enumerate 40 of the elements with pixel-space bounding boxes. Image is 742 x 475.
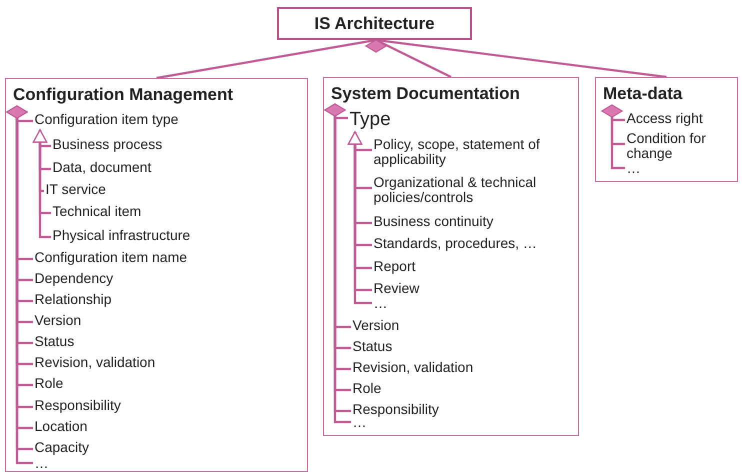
tree-item: Report	[374, 258, 574, 276]
tree-item: Business continuity	[374, 214, 574, 230]
tree-item: Version	[34, 312, 234, 330]
tree-item: Role	[352, 380, 552, 398]
connector	[366, 38, 667, 78]
box-heading: Meta-data	[603, 84, 682, 104]
tree-item: Standards, procedures, …	[374, 236, 574, 252]
tree-item: Data, document	[52, 160, 252, 176]
tree-item: Technical item	[52, 204, 252, 220]
connector	[602, 104, 625, 170]
tree-item: Revision, validation	[352, 360, 552, 376]
box-heading: Configuration Management	[13, 85, 234, 105]
tree-item: Version	[352, 318, 552, 334]
tree-item: Responsibility	[34, 398, 234, 414]
tree-item: Type	[350, 108, 410, 130]
tree-item: Status	[352, 338, 552, 356]
title-box: IS Architecture	[277, 7, 472, 40]
tree-item: Revision, validation	[34, 354, 234, 372]
tree-item: Relationship	[34, 292, 234, 308]
tree-item: Organizational & technical policies/controls	[374, 174, 574, 206]
tree-item: …	[374, 296, 414, 310]
box-heading: System Documentation	[331, 84, 520, 104]
tree-item: Configuration item type	[34, 112, 234, 128]
tree-item: Physical infrastructure	[52, 228, 252, 244]
tree-item: Status	[34, 334, 234, 350]
tree-item: Policy, scope, statement of applicability	[374, 136, 574, 168]
connector	[32, 129, 51, 238]
group-box	[595, 77, 738, 182]
group-box	[323, 77, 579, 436]
tree-item: Configuration item name	[34, 250, 254, 266]
tree-item: Role	[34, 376, 234, 392]
group-box	[5, 78, 308, 472]
tree-item: Location	[34, 418, 234, 436]
tree-item: Capacity	[34, 440, 234, 456]
tree-item: Dependency	[34, 270, 234, 288]
tree-item: …	[34, 456, 74, 470]
tree-item: IT service	[46, 182, 246, 198]
tree-item: Access right	[626, 110, 736, 128]
tree-item: Business process	[52, 136, 252, 154]
tree-item: Review	[374, 280, 574, 298]
